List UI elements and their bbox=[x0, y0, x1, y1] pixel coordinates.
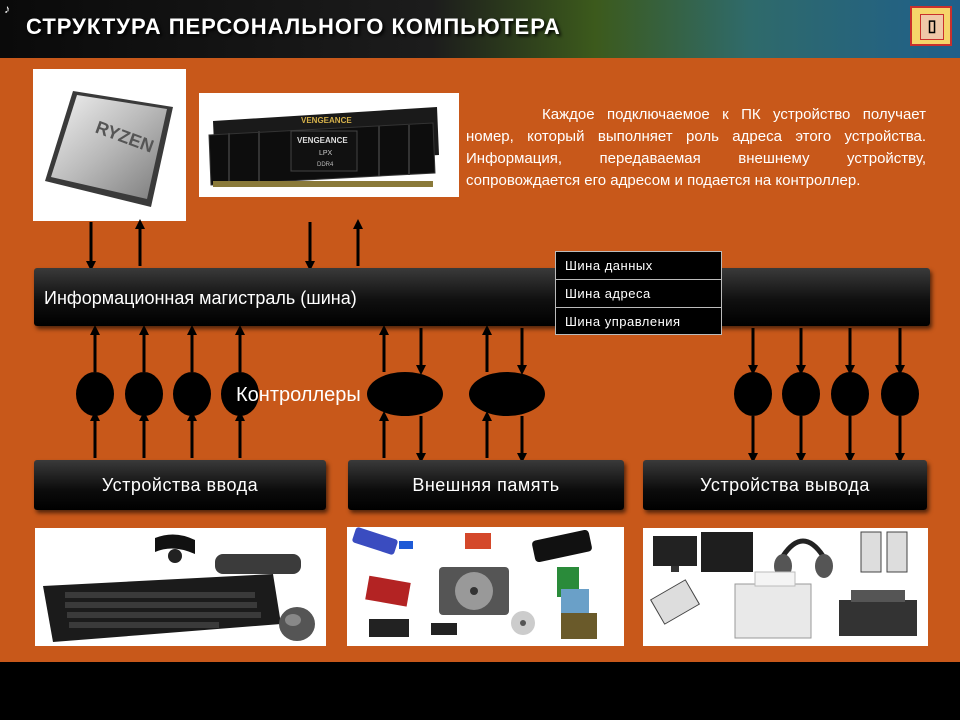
controller-output-4 bbox=[881, 372, 919, 416]
ram-module-code: DDR4 bbox=[317, 162, 334, 168]
input-devices-image bbox=[35, 528, 326, 646]
keyboard-mouse-icon bbox=[43, 534, 315, 642]
storage-devices-icon bbox=[352, 527, 597, 639]
external-memory-image bbox=[347, 527, 624, 646]
group-external-memory: Внешняя память bbox=[348, 460, 624, 510]
controller-output-2 bbox=[782, 372, 820, 416]
corner-button[interactable]: ▯ bbox=[910, 6, 952, 46]
bus-types-list: Шина данных Шина адреса Шина управления bbox=[555, 251, 722, 335]
cpu-image: RYZEN bbox=[33, 69, 186, 221]
controller-input-1 bbox=[76, 372, 114, 416]
header-bar: ♪ СТРУКТУРА ПЕРСОНАЛЬНОГО КОМПЬЮТЕРА ▯ bbox=[0, 0, 960, 58]
controller-input-3 bbox=[173, 372, 211, 416]
ram-module-sub: LPX bbox=[319, 150, 333, 157]
bottom-bar bbox=[0, 662, 960, 720]
ram-module-text: VENGEANCE bbox=[297, 136, 348, 145]
controller-storage-1 bbox=[367, 372, 443, 416]
speaker-icon[interactable]: ♪ bbox=[4, 2, 10, 16]
group-output-devices: Устройства вывода bbox=[643, 460, 927, 510]
cpu-chip-icon: RYZEN bbox=[45, 91, 173, 207]
controller-output-1 bbox=[734, 372, 772, 416]
controller-input-4 bbox=[221, 372, 259, 416]
controllers-label: Контроллеры bbox=[236, 384, 361, 406]
ram-module-text-back: VENGEANCE bbox=[301, 116, 352, 125]
controller-output-3 bbox=[831, 372, 869, 416]
bus-type-control: Шина управления bbox=[555, 307, 722, 335]
controller-input-2 bbox=[125, 372, 163, 416]
controller-storage-2 bbox=[469, 372, 545, 416]
ram-image: VENGEANCE LPX DDR4 VENGEANCE bbox=[199, 93, 459, 197]
slide-title: СТРУКТУРА ПЕРСОНАЛЬНОГО КОМПЬЮТЕРА bbox=[26, 14, 561, 39]
output-devices-image bbox=[643, 528, 928, 646]
group-input-devices: Устройства ввода bbox=[34, 460, 326, 510]
information-bus bbox=[34, 268, 930, 326]
bus-type-address: Шина адреса bbox=[555, 279, 722, 307]
info-paragraph: Каждое подключаемое к ПК устройство полу… bbox=[466, 106, 926, 189]
bus-label: Информационная магистраль (шина) bbox=[44, 288, 357, 308]
bus-type-data: Шина данных bbox=[555, 251, 722, 279]
ram-module-icon: VENGEANCE LPX DDR4 VENGEANCE bbox=[208, 107, 439, 187]
corner-button-glyph: ▯ bbox=[920, 14, 944, 40]
output-devices-icon bbox=[649, 531, 917, 639]
